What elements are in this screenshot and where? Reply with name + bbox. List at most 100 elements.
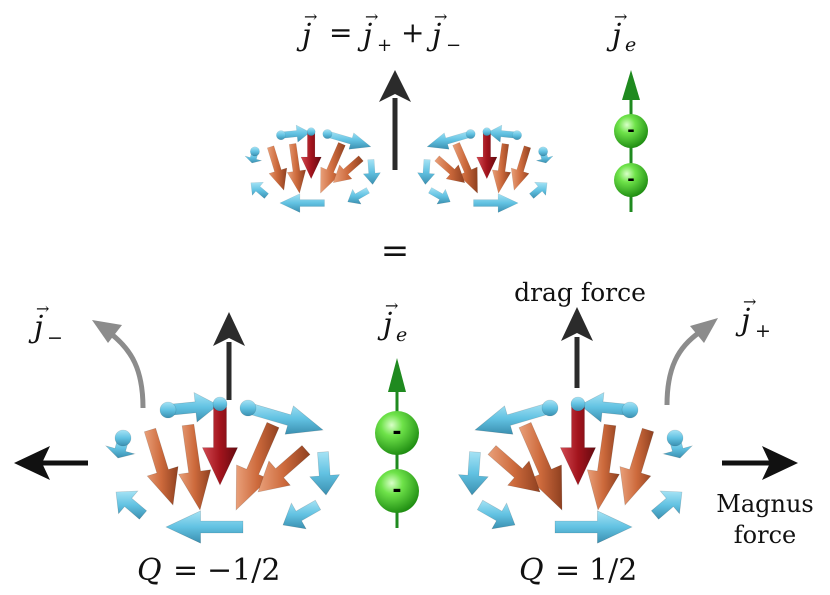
vector-accent: → [434, 7, 447, 26]
spin-tail [306, 127, 316, 136]
in-plane-spin-arrow [282, 499, 322, 530]
electron-sign: - [627, 120, 634, 141]
tilted-spin-arrow [257, 445, 311, 493]
equals-sign: = [381, 231, 410, 271]
left-current-arrow [92, 320, 146, 409]
in-plane-spin-arrow [426, 130, 472, 150]
vector-accent: → [36, 299, 49, 318]
electron-ball: - [375, 469, 419, 513]
top-skyrmion-left [244, 124, 381, 213]
tilted-spin-arrow [518, 422, 563, 511]
spin-tail [482, 127, 492, 136]
vector-accent: → [614, 7, 627, 26]
in-plane-spin-arrow [428, 187, 451, 205]
magnus-label-line2: force [734, 521, 796, 549]
in-plane-spin-arrow [417, 159, 436, 185]
top-skyrmion-right [417, 124, 554, 213]
spin-tail [570, 396, 586, 412]
core-spin-arrow [201, 401, 239, 486]
in-plane-spin-arrow [246, 402, 324, 435]
charge-symbol: Q [519, 553, 544, 588]
vector-accent: → [304, 7, 317, 26]
in-plane-spin-arrow [279, 193, 325, 213]
spin-tail [538, 146, 548, 157]
tilted-spin-arrow [143, 427, 179, 506]
spin-tail [114, 429, 132, 447]
spin-tail [212, 396, 228, 412]
tilted-spin-arrow [510, 145, 531, 191]
subscript-e: e [625, 34, 636, 56]
magnus-label-line1: Magnus [716, 490, 813, 518]
electron-ball: - [614, 163, 648, 197]
skyrmion-left [104, 391, 341, 544]
right-charge-label: Q = 1/2 [519, 553, 637, 588]
in-plane-spin-arrow [115, 490, 148, 520]
spin-tail [159, 401, 177, 419]
equals-symbol: = [329, 16, 352, 49]
in-plane-spin-arrow [326, 130, 372, 150]
left-magnus-arrow [14, 446, 88, 480]
in-plane-spin-arrow [529, 181, 548, 199]
tilted-spin-arrow [586, 423, 620, 511]
core-spin-arrow [559, 401, 597, 486]
tilted-spin-arrow [320, 142, 346, 194]
subscript-plus: + [755, 320, 771, 342]
top-equation: j → = j → + + j → − [296, 7, 461, 56]
spin-tail [465, 129, 476, 139]
skyrmion-right [457, 391, 694, 544]
right-drag-arrow [561, 307, 593, 388]
top-electron-stack: - - [614, 70, 648, 212]
tilted-spin-arrow [178, 423, 212, 511]
subscript-minus: − [446, 35, 461, 56]
charge-value: −1/2 [207, 553, 280, 588]
electron-ball: - [375, 411, 419, 455]
spin-tail [322, 129, 333, 139]
electron-sign: - [392, 478, 401, 503]
drag-force-label: drag force [514, 278, 646, 307]
right-current-arrow [664, 318, 718, 406]
spin-tail [621, 401, 639, 419]
vector-accent: → [365, 7, 378, 26]
bottom-electron-stack: - - [375, 358, 419, 528]
subscript-e: e [396, 324, 407, 346]
vector-accent: → [743, 292, 756, 311]
in-plane-spin-arrow [165, 510, 244, 544]
electron-sign: - [392, 420, 401, 445]
vector-accent: → [385, 296, 398, 315]
electron-ball: - [614, 114, 648, 148]
left-current-label: j → − [28, 299, 63, 349]
subscript-minus: − [47, 327, 63, 349]
in-plane-spin-arrow [309, 451, 341, 496]
left-drag-arrow [213, 312, 245, 400]
in-plane-spin-arrow [250, 181, 269, 199]
charge-equals: = [173, 553, 198, 588]
in-plane-spin-arrow [457, 451, 489, 496]
charge-value: 1/2 [589, 553, 637, 588]
spin-tail [666, 429, 684, 447]
in-plane-spin-arrow [650, 490, 683, 520]
core-spin-arrow [300, 130, 322, 180]
top-electron-current-label: j → e [606, 7, 636, 56]
subscript-plus: + [377, 35, 392, 56]
spin-tail [541, 399, 559, 417]
left-charge-label: Q = −1/2 [137, 553, 280, 588]
tilted-spin-arrow [235, 422, 280, 511]
tilted-spin-arrow [491, 143, 512, 194]
tilted-spin-arrow [452, 142, 478, 194]
spin-tail [250, 146, 260, 157]
in-plane-spin-arrow [347, 187, 370, 205]
charge-equals: = [555, 553, 580, 588]
tilted-spin-arrow [286, 143, 307, 194]
tilted-spin-arrow [267, 145, 288, 191]
bottom-electron-current-label: j → e [377, 296, 407, 346]
top-force-arrow [379, 70, 411, 170]
in-plane-spin-arrow [362, 159, 381, 185]
right-magnus-arrow [722, 446, 798, 480]
core-spin-arrow [476, 130, 498, 180]
in-plane-spin-arrow [474, 402, 552, 435]
electron-sign: - [627, 169, 634, 190]
tilted-spin-arrow [434, 155, 466, 183]
right-current-label: j → + [735, 292, 771, 342]
tilted-spin-arrow [487, 445, 541, 493]
